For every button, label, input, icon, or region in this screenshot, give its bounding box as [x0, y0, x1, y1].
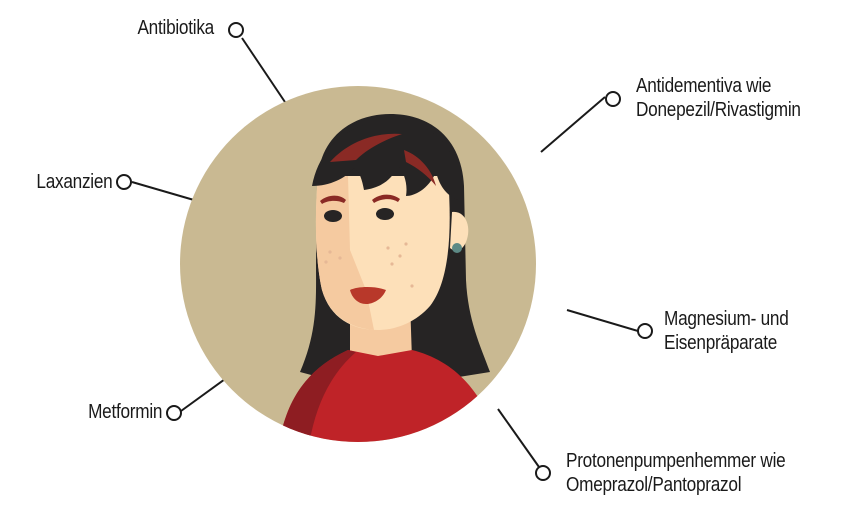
label-antibiotika: Antibiotika [137, 16, 214, 40]
label-laxanzien: Laxanzien [36, 170, 112, 194]
earring [452, 243, 462, 253]
label-line: Magnesium- und [664, 307, 788, 331]
dot-antibiotika [229, 23, 243, 37]
label-antidementiva: Antidementiva wie Donepezil/Rivastigmin [636, 74, 801, 122]
right-eye [376, 208, 394, 220]
label-metformin: Metformin [88, 400, 162, 424]
connector-magnesium [567, 310, 638, 331]
label-line: Antibiotika [137, 16, 214, 40]
label-line: Metformin [88, 400, 162, 424]
dot-metformin [167, 406, 181, 420]
label-line: Laxanzien [36, 170, 112, 194]
dot-magnesium [638, 324, 652, 338]
connector-protonenpumpenhemmer [498, 409, 539, 467]
label-line: Omeprazol/Pantoprazol [566, 473, 785, 497]
dot-antidementiva [606, 92, 620, 106]
dot-laxanzien [117, 175, 131, 189]
label-line: Antidementiva wie [636, 74, 801, 98]
connector-antidementiva [541, 97, 605, 152]
label-magnesium: Magnesium- und Eisenpräparate [664, 307, 788, 355]
label-line: Protonenpumpenhemmer wie [566, 449, 785, 473]
dot-protonenpumpenhemmer [536, 466, 550, 480]
label-protonenpumpenhemmer: Protonenpumpenhemmer wie Omeprazol/Panto… [566, 449, 785, 497]
label-line: Donepezil/Rivastigmin [636, 98, 801, 122]
label-line: Eisenpräparate [664, 331, 788, 355]
connector-antibiotika [242, 38, 289, 108]
left-eye [324, 210, 342, 222]
woman-portrait [180, 86, 536, 470]
